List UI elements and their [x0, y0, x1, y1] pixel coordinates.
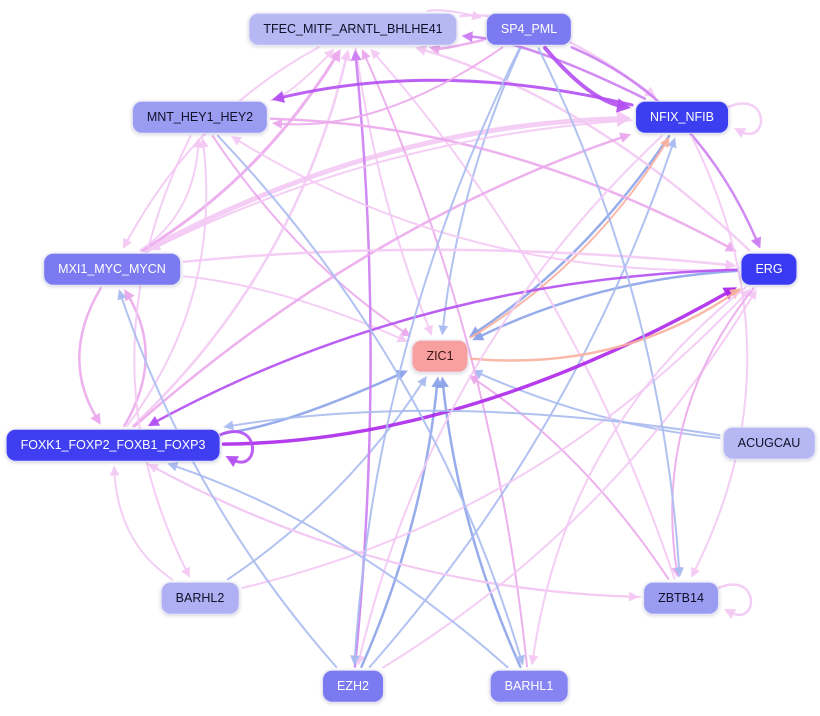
edge-BARHL1-FOXK1_FOXP2_FOXB1_FOXP3	[167, 462, 509, 669]
edge-FOXK1_FOXP2_FOXB1_FOXP3-ERG	[221, 287, 737, 446]
edge-MNT_HEY1_HEY2-ZIC1	[211, 135, 412, 337]
edge-MXI1_MYC_MYCN-ERG	[182, 248, 737, 271]
edge-BARHL2-ZIC1	[226, 376, 427, 581]
node-BARHL2[interactable]: BARHL2	[160, 581, 240, 615]
node-ZIC1[interactable]: ZIC1	[411, 339, 469, 373]
edge-EZH2-MXI1_MYC_MYCN	[117, 289, 338, 668]
node-TFEC_MITF_ARNTL_BHLHE41[interactable]: TFEC_MITF_ARNTL_BHLHE41	[248, 12, 458, 46]
node-BARHL1[interactable]: BARHL1	[489, 669, 569, 703]
node-ACUGCAU[interactable]: ACUGCAU	[722, 426, 816, 460]
edge-SP4_PML-MNT_HEY1_HEY2	[272, 46, 504, 129]
edge-FOXK1_FOXP2_FOXB1_FOXP3-TFEC_MITF_ARNTL_BHLHE41	[131, 49, 351, 428]
node-EZH2[interactable]: EZH2	[322, 669, 384, 703]
edge-SP4_PML-EZH2	[350, 47, 521, 666]
edge-BARHL1-TFEC_MITF_ARNTL_BHLHE41	[361, 49, 528, 668]
edge-TFEC_MITF_ARNTL_BHLHE41-ZIC1	[354, 47, 433, 336]
edge-ERG-BARHL1	[528, 286, 747, 666]
edge-NFIX_NFIB-MXI1_MYC_MYCN	[150, 119, 633, 251]
edge-SP4_PML-TFEC_MITF_ARNTL_BHLHE41	[428, 38, 485, 56]
edge-SP4_PML-ZIC1	[438, 47, 522, 336]
node-FOXK1_FOXP2_FOXB1_FOXP3[interactable]: FOXK1_FOXP2_FOXB1_FOXP3	[5, 428, 221, 462]
node-ERG[interactable]: ERG	[740, 252, 798, 286]
node-SP4_PML[interactable]: SP4_PML	[485, 12, 573, 46]
edge-ERG-MNT_HEY1_HEY2	[230, 136, 739, 272]
edge-NFIX_NFIB-ZBTB14	[690, 135, 749, 578]
edge-self-NFIX_NFIB	[724, 102, 763, 138]
edge-FOXK1_FOXP2_FOXB1_FOXP3-NFIX_NFIB	[133, 132, 632, 428]
edge-SP4_PML-ZBTB14	[537, 47, 684, 578]
edge-ZIC1-ERG	[470, 288, 742, 362]
edge-MXI1_MYC_MYCN-NFIX_NFIB	[143, 110, 631, 253]
edge-MNT_HEY1_HEY2-BARHL1	[217, 134, 525, 666]
node-ZBTB14[interactable]: ZBTB14	[643, 581, 719, 615]
edge-FOXK1_FOXP2_FOXB1_FOXP3-ZBTB14	[145, 462, 639, 602]
edge-self-FOXK1_FOXP2_FOXB1_FOXP3	[216, 430, 254, 467]
edge-BARHL2-FOXK1_FOXP2_FOXB1_FOXP3	[109, 465, 174, 581]
edge-MNT_HEY1_HEY2-BARHL2	[133, 135, 192, 578]
edge-MXI1_MYC_MYCN-FOXK1_FOXP2_FOXB1_FOXP3	[78, 286, 102, 425]
edge-EZH2-ERG	[382, 289, 757, 669]
node-MNT_HEY1_HEY2[interactable]: MNT_HEY1_HEY2	[131, 100, 269, 134]
edge-ZBTB14-TFEC_MITF_ARNTL_BHLHE41	[370, 48, 676, 580]
node-MXI1_MYC_MYCN[interactable]: MXI1_MYC_MYCN	[43, 252, 181, 286]
edge-NFIX_NFIB-ZIC1	[469, 134, 671, 337]
edge-MXI1_MYC_MYCN-MNT_HEY1_HEY2	[139, 137, 203, 252]
node-NFIX_NFIB[interactable]: NFIX_NFIB	[635, 100, 729, 134]
edge-EZH2-TFEC_MITF_ARNTL_BHLHE41	[350, 49, 372, 668]
edge-ACUGCAU-FOXK1_FOXP2_FOXB1_FOXP3	[223, 409, 721, 437]
edge-MXI1_MYC_MYCN-TFEC_MITF_ARNTL_BHLHE41	[140, 49, 341, 252]
edge-ZIC1-NFIX_NFIB	[469, 137, 670, 339]
edge-MXI1_MYC_MYCN-ZIC1	[183, 275, 408, 343]
edge-ERG-FOXK1_FOXP2_FOXB1_FOXP3	[147, 268, 739, 427]
edge-self-ZBTB14	[714, 583, 753, 619]
